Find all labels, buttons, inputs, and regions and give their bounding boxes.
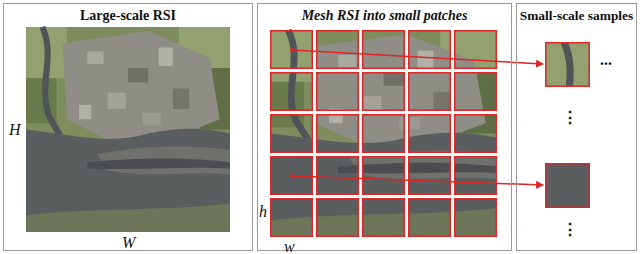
dimension-label: ⋮	[562, 222, 578, 238]
red-arrow	[292, 176, 543, 185]
panel-title: Small-scale samples	[517, 8, 636, 24]
dimension-label: ...	[600, 52, 612, 68]
panel-title: Mesh RSI into small patches	[258, 8, 511, 24]
panel-box: Large-scale RSI	[3, 3, 253, 251]
sample-outline	[546, 43, 590, 87]
patch-outlines	[270, 30, 497, 237]
patch-gaps	[270, 30, 500, 240]
dimension-label: H	[9, 122, 21, 138]
panel-box: Small-scale samples	[516, 3, 637, 251]
sample-patch	[545, 19, 640, 254]
dimension-label: h	[259, 204, 267, 220]
dimension-label: W	[122, 235, 135, 251]
sample-outline	[546, 164, 590, 208]
large-image	[26, 27, 230, 232]
dimension-label: ⋮	[562, 110, 578, 126]
meshed-image	[270, 30, 497, 237]
dimension-label: w	[284, 239, 295, 254]
panel-box: Mesh RSI into small patches	[257, 3, 512, 251]
red-arrow	[292, 50, 543, 64]
sample-patch	[545, 42, 640, 254]
panel-title: Large-scale RSI	[4, 8, 252, 24]
